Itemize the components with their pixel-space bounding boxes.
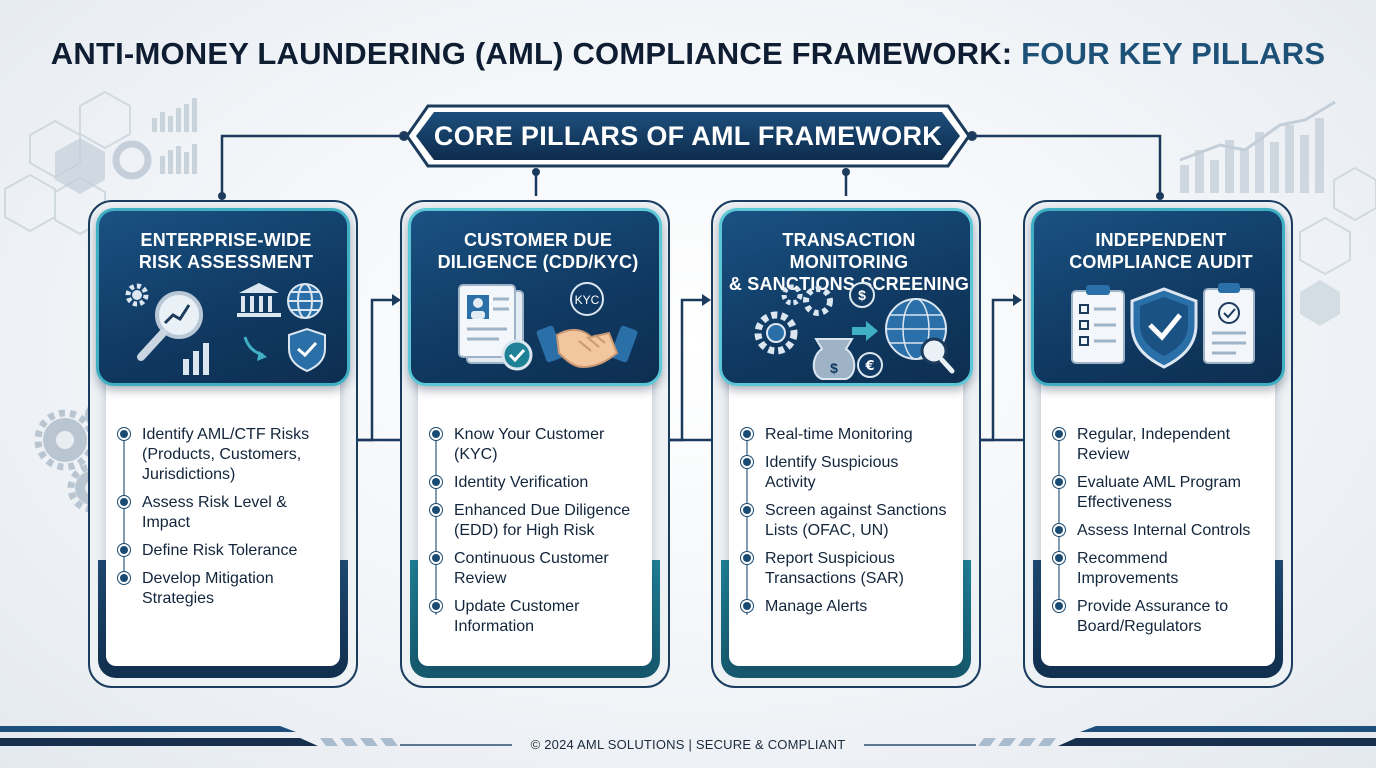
pillar-card-risk-assessment: ENTERPRISE-WIDE RISK ASSESSMENT (88, 200, 358, 688)
core-pillars-banner: CORE PILLARS OF AML FRAMEWORK (404, 103, 972, 169)
bullet-item: Define Risk Tolerance (118, 541, 348, 561)
pillar-bullets: Regular, Independent Review Evaluate AML… (1053, 425, 1283, 645)
bullet-item: Manage Alerts (741, 597, 971, 617)
shield-check-icon (1130, 287, 1198, 369)
globe-icon (287, 283, 323, 319)
bullet-item: Provide Assurance to Board/Regulators (1053, 597, 1283, 637)
bullet-item: Assess Risk Level & Impact (118, 493, 348, 533)
pillar-card-independent-audit: INDEPENDENT COMPLIANCE AUDIT (1023, 200, 1293, 688)
bullet-line (746, 435, 748, 615)
card-body (1041, 350, 1275, 666)
shield-check-icon (288, 327, 326, 373)
risk-assessment-icons (125, 283, 326, 375)
check-badge-icon (501, 339, 533, 371)
svg-text:KYC: KYC (575, 293, 600, 307)
customer-due-diligence-icons: KYC (458, 282, 638, 371)
dollar-coin-icon: $ (849, 282, 875, 308)
clipboard-checklist-icon (1071, 285, 1125, 364)
bank-icon (237, 283, 281, 317)
handshake-icon (536, 325, 638, 369)
svg-text:€: € (864, 359, 874, 374)
clipboard-check-icon (1203, 283, 1255, 364)
money-bag-icon: $ (812, 338, 856, 380)
pillar-bullets: Real-time Monitoring Identify Suspicious… (741, 425, 971, 625)
page-title: ANTI-MONEY LAUNDERING (AML) COMPLIANCE F… (0, 36, 1376, 72)
bullet-item: Regular, Independent Review (1053, 425, 1283, 465)
bullet-item: Know Your Customer (KYC) (430, 425, 660, 465)
title-main-text: ANTI-MONEY LAUNDERING (AML) COMPLIANCE F… (50, 36, 1022, 71)
svg-text:$: $ (858, 287, 866, 303)
card-body (418, 350, 652, 666)
bar-chart-icon (183, 343, 209, 375)
magnifier-chart-icon (137, 291, 203, 361)
bullet-item: Identity Verification (430, 473, 660, 493)
bullet-item: Screen against Sanctions Lists (OFAC, UN… (741, 501, 971, 541)
banner-shape (405, 104, 971, 168)
bullet-item: Enhanced Due Diligence (EDD) for High Ri… (430, 501, 660, 541)
pillar-card-customer-due-diligence: CUSTOMER DUE DILIGENCE (CDD/KYC) KYC (400, 200, 670, 688)
bullet-item: Evaluate AML Program Effectiveness (1053, 473, 1283, 513)
pillar-bullets: Identify AML/CTF Risks (Products, Custom… (118, 425, 348, 617)
svg-text:$: $ (830, 360, 838, 376)
gear-icon (125, 283, 149, 307)
pillar-title: ENTERPRISE-WIDE RISK ASSESSMENT (138, 230, 314, 272)
globe-search-icon (885, 298, 955, 374)
card-header: ENTERPRISE-WIDE RISK ASSESSMENT (96, 208, 350, 386)
bullet-item: Identify Suspicious Activity (741, 453, 971, 493)
card-body (729, 350, 963, 666)
compliance-audit-icons (1071, 283, 1255, 369)
transaction-monitoring-icons: $ $ € (754, 282, 955, 380)
bullet-item: Continuous Customer Review (430, 549, 660, 589)
pillar-bullets: Know Your Customer (KYC) Identity Verifi… (430, 425, 660, 645)
card-header: INDEPENDENT COMPLIANCE AUDIT (1031, 208, 1285, 386)
pillar-title: CUSTOMER DUE DILIGENCE (CDD/KYC) (437, 230, 639, 272)
card-body (106, 350, 340, 666)
bullet-item: Report Suspicious Transactions (SAR) (741, 549, 971, 589)
bullet-item: Update Customer Information (430, 597, 660, 637)
pillar-title: TRANSACTION MONITORING & SANCTIONS SCREE… (728, 230, 970, 294)
card-header: TRANSACTION MONITORING & SANCTIONS SCREE… (719, 208, 973, 386)
kyc-badge-icon: KYC (570, 282, 604, 316)
banner-label: CORE PILLARS OF AML FRAMEWORK (433, 120, 943, 151)
bullet-item: Identify AML/CTF Risks (Products, Custom… (118, 425, 348, 485)
footer-copyright: © 2024 AML SOLUTIONS | SECURE & COMPLIAN… (530, 737, 846, 752)
bullet-item: Real-time Monitoring (741, 425, 971, 445)
bullet-item: Assess Internal Controls (1053, 521, 1283, 541)
bullet-line (1058, 435, 1060, 610)
pillar-card-transaction-monitoring: TRANSACTION MONITORING & SANCTIONS SCREE… (711, 200, 981, 688)
card-header: CUSTOMER DUE DILIGENCE (CDD/KYC) KYC (408, 208, 662, 386)
bullet-item: Recommend Improvements (1053, 549, 1283, 589)
gears-icon (754, 284, 833, 355)
bullet-line (435, 435, 437, 615)
euro-coin-icon: € (857, 352, 883, 378)
title-highlight-text: FOUR KEY PILLARS (1021, 36, 1326, 71)
pillar-title: INDEPENDENT COMPLIANCE AUDIT (1069, 230, 1253, 272)
bullet-item: Develop Mitigation Strategies (118, 569, 348, 609)
